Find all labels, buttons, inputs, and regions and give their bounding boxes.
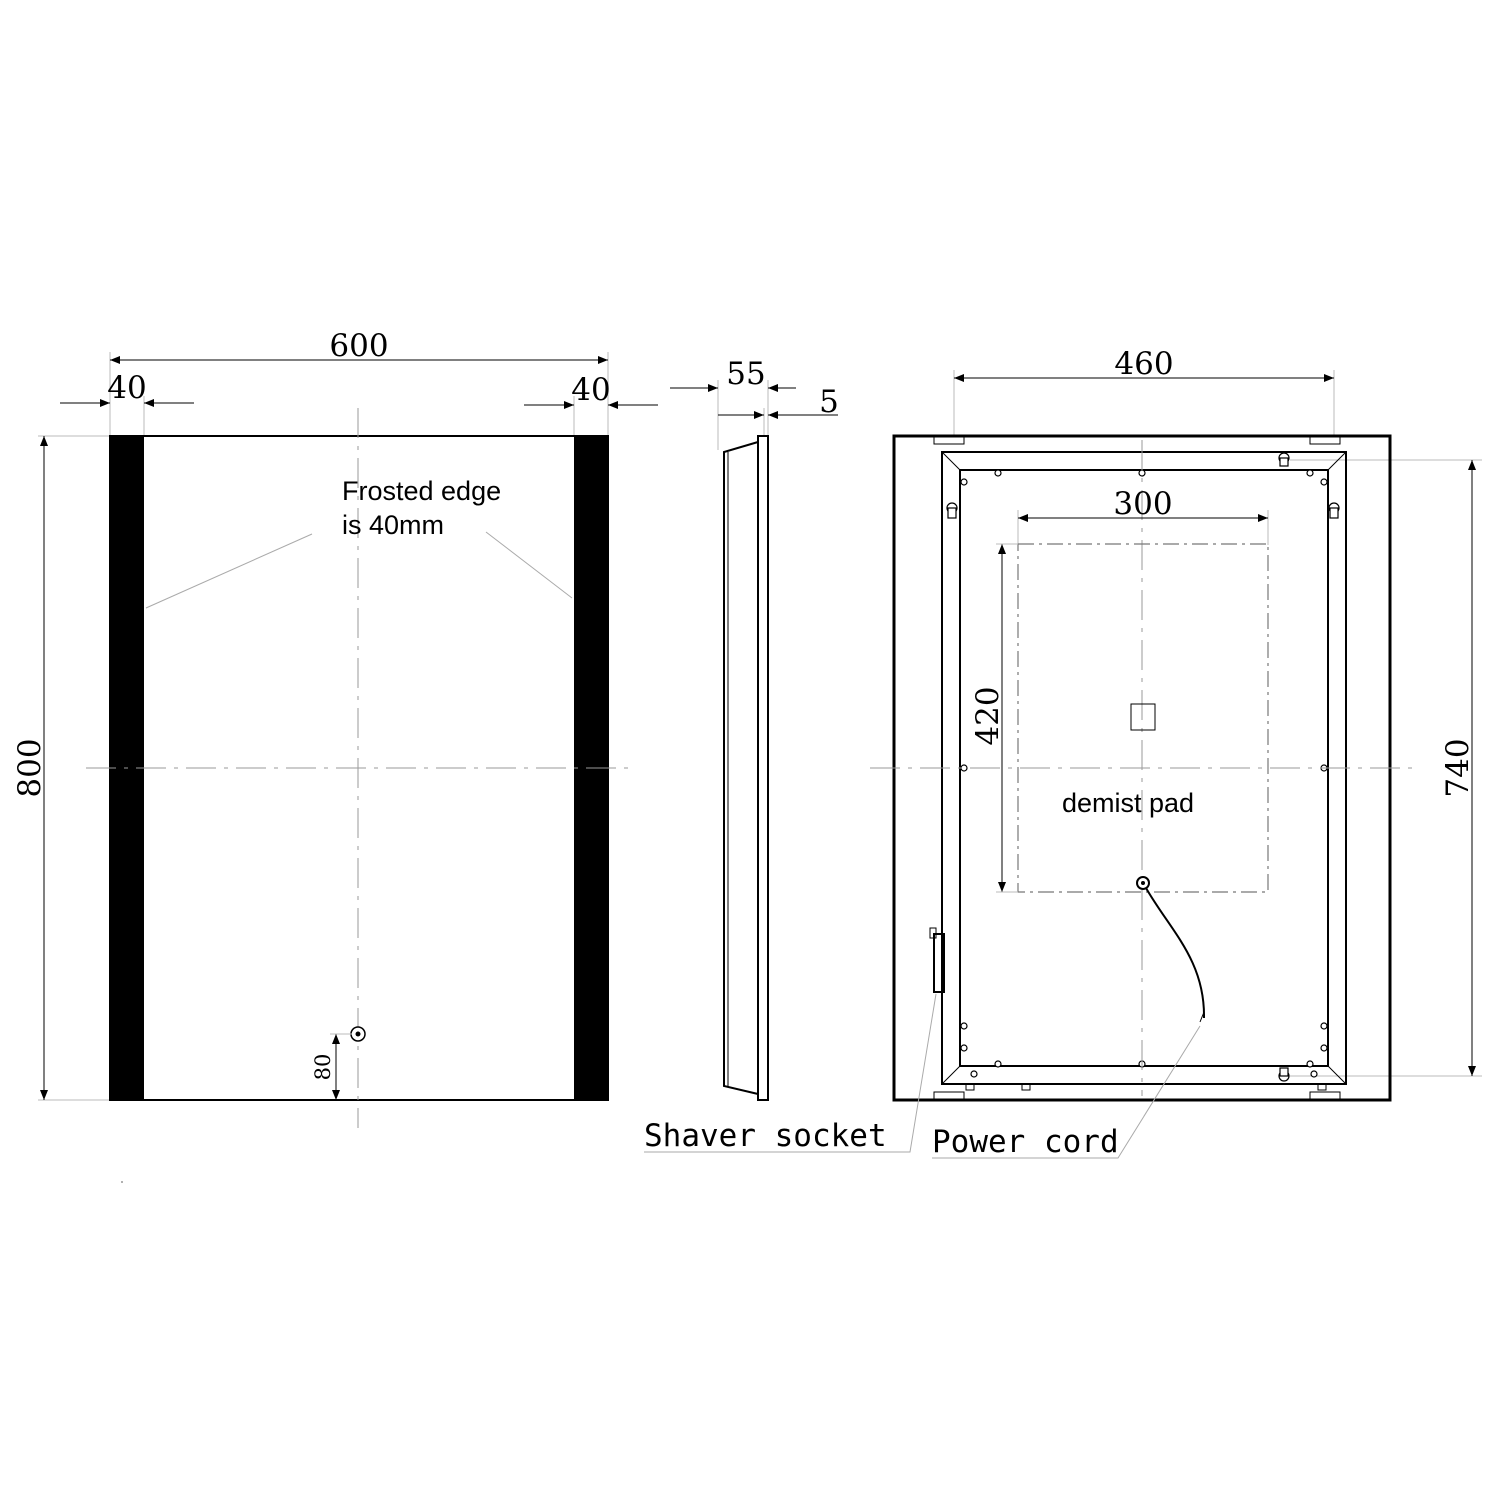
switch-offset-label: 80 (311, 1054, 335, 1081)
frosted-leader-right (485, 531, 573, 599)
mount-width-label: 460 (1114, 346, 1173, 382)
cord-grommet-icon (1136, 876, 1150, 890)
right-edge-label: 40 (571, 372, 610, 408)
sensor-box (1130, 703, 1156, 731)
power-cord-leader (932, 1025, 1201, 1159)
frosted-leader-left (145, 533, 313, 609)
front-view: 600 40 40 800 Frosted edge is 40mm 80 (12, 328, 658, 1128)
power-cord (1145, 887, 1206, 1019)
backbox-profile (723, 441, 759, 1095)
shaver-socket-leader (644, 993, 937, 1153)
pad-height-label: 420 (970, 686, 1006, 745)
shaver-socket-icon (929, 927, 945, 993)
left-edge-label: 40 (107, 370, 146, 406)
height-label: 800 (12, 738, 48, 797)
frosted-note-line1: Frosted edge (342, 476, 501, 506)
touch-switch-icon (350, 1026, 366, 1042)
glass-label: 5 (819, 384, 839, 420)
keyhole-hanger-icon (946, 452, 1340, 1082)
depth-label: 55 (726, 356, 765, 392)
back-view: demist pad 460 300 420 740 (870, 346, 1482, 1102)
mount-height-label: 740 (1440, 738, 1476, 797)
frosted-note-line2: is 40mm (342, 510, 444, 540)
frame-screws (960, 469, 1328, 1078)
power-cord-callout: Power cord (932, 1124, 1119, 1160)
shaver-socket-callout: Shaver socket (644, 1118, 887, 1154)
side-view: 55 5 (670, 356, 839, 1101)
width-label: 600 (329, 328, 388, 364)
glass-profile (757, 435, 769, 1101)
demist-pad-outline (1017, 543, 1269, 893)
callouts: Shaver socket Power cord (644, 993, 1201, 1160)
pad-width-label: 300 (1113, 486, 1172, 522)
demist-pad-label: demist pad (1062, 788, 1194, 818)
